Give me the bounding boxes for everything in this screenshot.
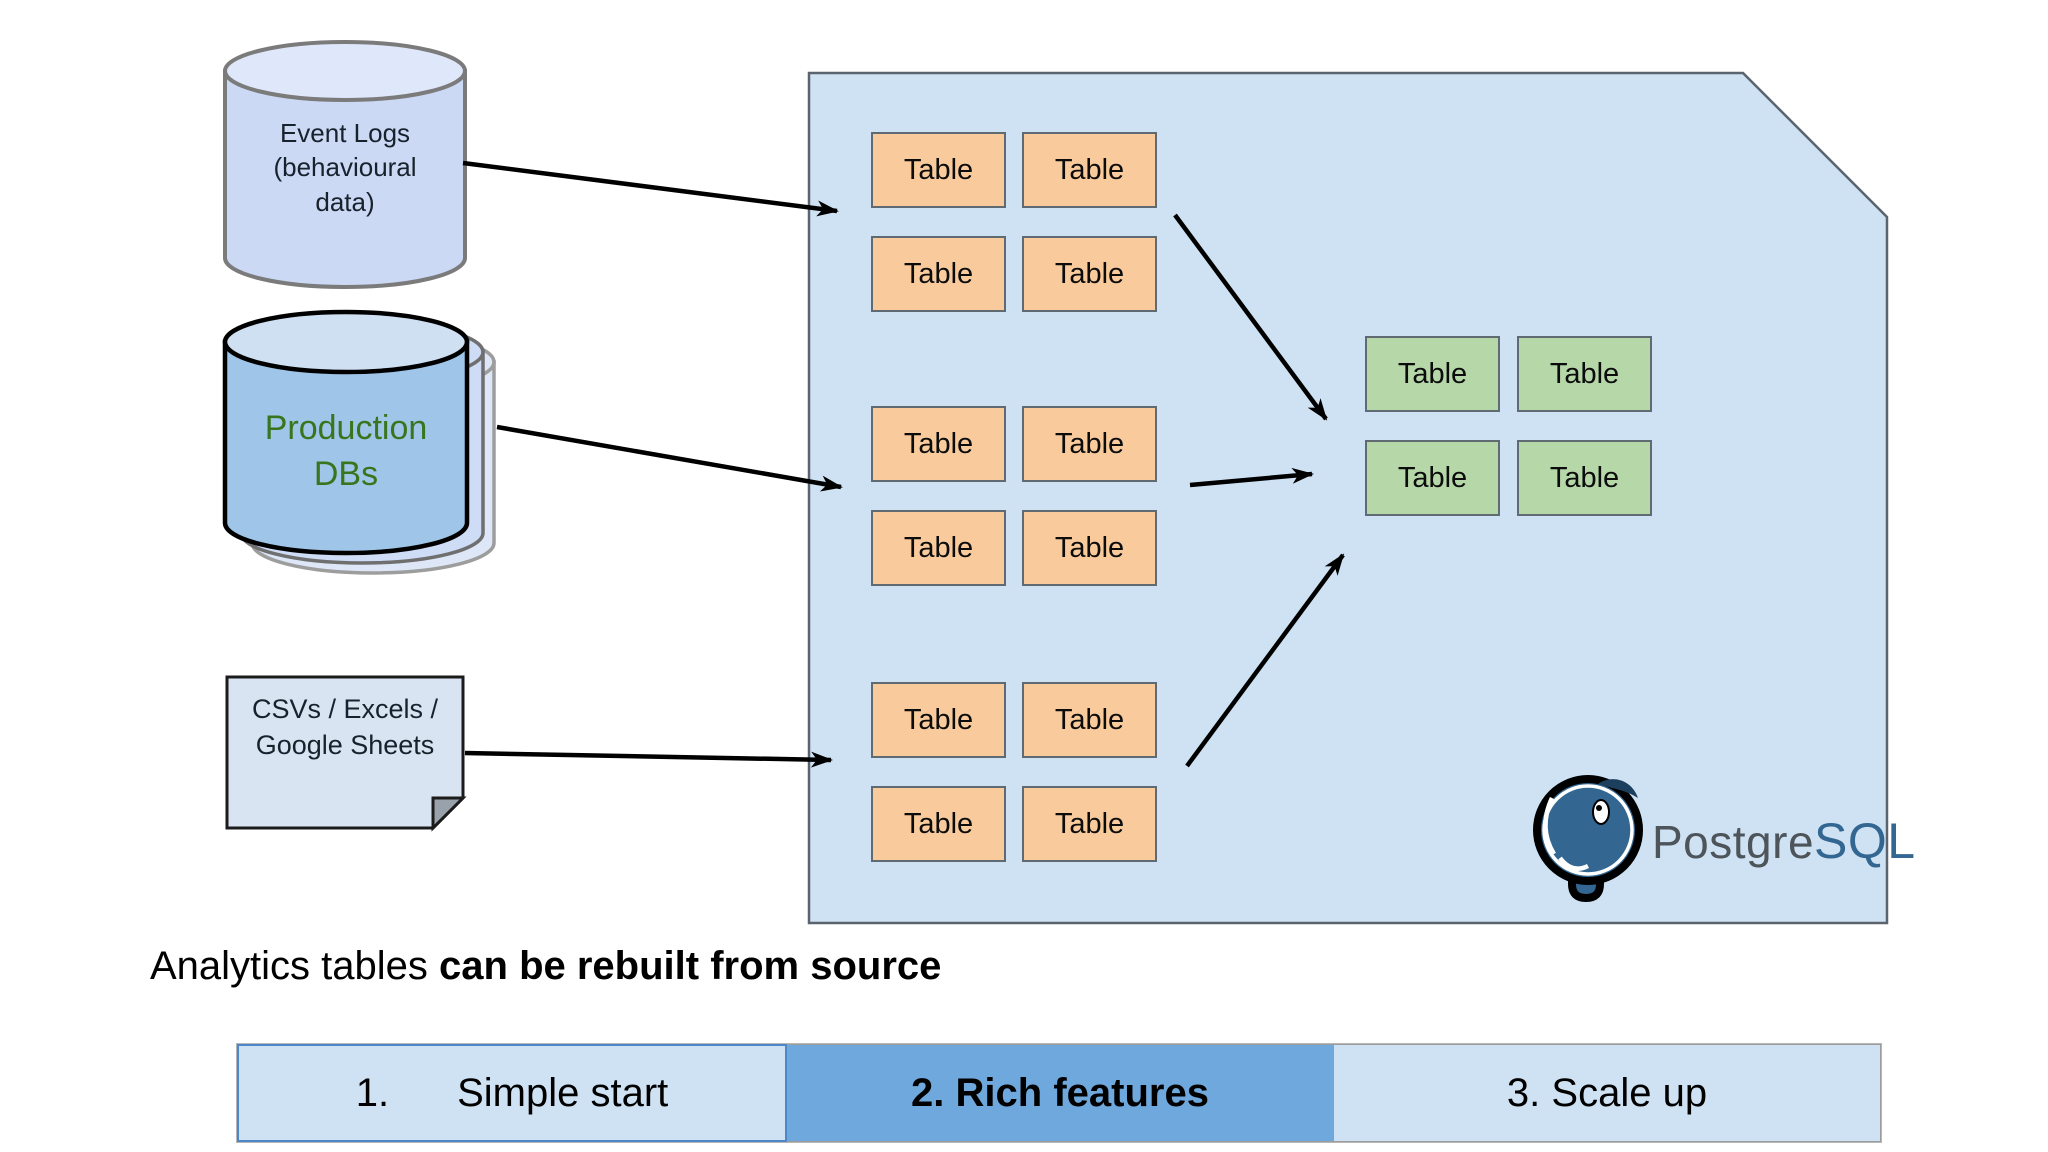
staging-table: Table xyxy=(871,510,1006,586)
analytics-table: Table xyxy=(1365,440,1500,516)
postgresql-wordmark: PostgreSQL xyxy=(1652,812,1916,870)
progress-steps: 1. Simple start 2. Rich features 3. Scal… xyxy=(236,1043,1882,1143)
staging-table: Table xyxy=(871,132,1006,208)
production-dbs-cylinder-icon xyxy=(222,309,496,575)
analytics-table: Table xyxy=(1365,336,1500,412)
caption-bold: can be rebuilt from source xyxy=(439,944,942,988)
postgresql-wordmark-prefix: Postgre xyxy=(1652,816,1815,868)
step-simple-start: 1. Simple start xyxy=(237,1044,787,1142)
staging-table: Table xyxy=(871,406,1006,482)
event-logs-label: Event Logs (behavioural data) xyxy=(273,118,417,217)
csv-note-label: CSVs / Excels / Google Sheets xyxy=(251,694,439,760)
step-number: 1. xyxy=(355,1070,390,1115)
postgresql-elephant-icon xyxy=(1533,775,1643,902)
step-scale-up: 3. Scale up xyxy=(1334,1044,1881,1142)
analytics-table: Table xyxy=(1517,336,1652,412)
step-rich-features: 2. Rich features xyxy=(787,1044,1334,1142)
production-dbs-label: Production DBs xyxy=(264,409,428,493)
csv-note-icon xyxy=(225,675,467,832)
analytics-table: Table xyxy=(1517,440,1652,516)
caption: Analytics tables can be rebuilt from sou… xyxy=(150,944,941,989)
staging-table: Table xyxy=(1022,236,1157,312)
postgresql-wordmark-suffix: SQL xyxy=(1814,813,1916,869)
caption-normal: Analytics tables xyxy=(150,944,440,988)
staging-table: Table xyxy=(1022,510,1157,586)
staging-table: Table xyxy=(1022,786,1157,862)
staging-table: Table xyxy=(871,236,1006,312)
staging-table: Table xyxy=(1022,682,1157,758)
step-label: Simple start xyxy=(457,1070,669,1115)
staging-table: Table xyxy=(871,682,1006,758)
flow-arrows xyxy=(462,160,1345,768)
staging-table: Table xyxy=(1022,406,1157,482)
staging-table: Table xyxy=(1022,132,1157,208)
staging-table: Table xyxy=(871,786,1006,862)
event-logs-cylinder-icon xyxy=(223,40,467,289)
